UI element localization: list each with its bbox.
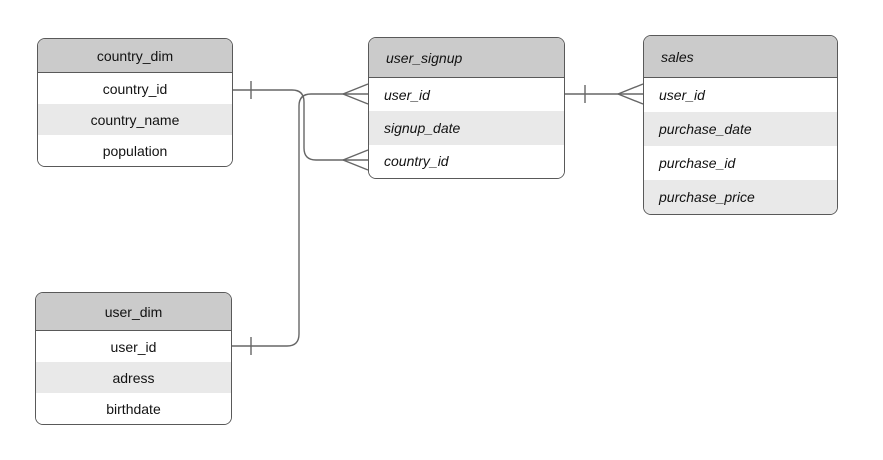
crow-foot-marker: [342, 83, 369, 105]
entity-title: user_dim: [36, 293, 231, 331]
field-user_id: user_id: [644, 78, 837, 112]
entity-country_dim[interactable]: country_dim country_id country_name popu…: [37, 38, 233, 167]
entity-sales[interactable]: sales user_id purchase_date purchase_id …: [643, 35, 838, 215]
field-user_id: user_id: [369, 78, 564, 112]
field-adress: adress: [36, 362, 231, 393]
relationship-user_dim-user_signup[interactable]: [232, 83, 369, 355]
entity-title: country_dim: [38, 39, 232, 73]
field-user_id: user_id: [36, 331, 231, 362]
field-purchase_date: purchase_date: [644, 112, 837, 146]
connector-line: [232, 93, 368, 347]
field-population: population: [38, 135, 232, 166]
field-purchase_id: purchase_id: [644, 146, 837, 180]
connector-line: [233, 89, 368, 161]
entity-title: user_signup: [369, 38, 564, 78]
crow-foot-marker: [342, 149, 369, 171]
relationship-country_dim-user_signup[interactable]: [233, 81, 369, 171]
field-country_name: country_name: [38, 104, 232, 135]
relationship-user_signup-sales[interactable]: [565, 83, 644, 105]
entity-user_dim[interactable]: user_dim user_id adress birthdate: [35, 292, 232, 425]
field-country_id: country_id: [38, 73, 232, 104]
field-country_id: country_id: [369, 144, 564, 178]
crow-foot-marker: [617, 83, 644, 105]
field-birthdate: birthdate: [36, 393, 231, 424]
entity-title: sales: [644, 36, 837, 78]
field-signup_date: signup_date: [369, 111, 564, 145]
entity-user_signup[interactable]: user_signup user_id signup_date country_…: [368, 37, 565, 179]
field-purchase_price: purchase_price: [644, 180, 837, 214]
